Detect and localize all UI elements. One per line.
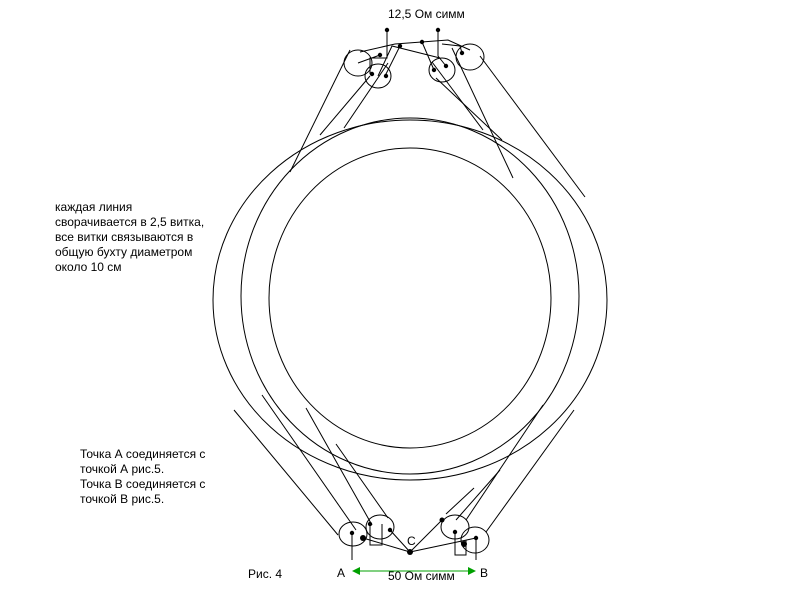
point-b-label: B (480, 566, 488, 580)
figure-caption: Рис. 4 (248, 567, 282, 581)
top-wiring (357, 27, 471, 79)
connection-notes: Точка А соединяется с точкой А рис.5. То… (80, 447, 240, 507)
coil-outer-ring (212, 119, 608, 481)
point-a-note: Точка А соединяется с точкой А рис.5. (80, 447, 206, 476)
coil-middle-ring (240, 117, 580, 475)
top-impedance-label: 12,5 Ом симм (388, 7, 465, 21)
point-b-note: Точка В соединяется с точкой В рис.5. (80, 477, 206, 506)
bottom-leads (233, 394, 575, 536)
coil-note: каждая линия сворачивается в 2,5 витка, … (55, 200, 205, 274)
cable-end-top-right-1 (428, 57, 456, 83)
top-leads (289, 47, 586, 198)
bottom-cable-ends (338, 514, 490, 554)
cable-end-top-left-2 (364, 63, 392, 89)
cable-end-bottom-left-1 (338, 521, 368, 547)
coil-inner-ring (268, 147, 552, 449)
cable-end-top-left-1 (343, 49, 373, 77)
point-c-label: C (407, 534, 416, 548)
bottom-wiring (349, 517, 479, 560)
point-a-label: A (337, 566, 345, 580)
cable-end-bottom-right-2 (460, 526, 490, 554)
bottom-impedance-label: 50 Ом симм (388, 569, 455, 583)
top-cable-ends (343, 43, 485, 89)
cable-end-top-right-2 (455, 43, 485, 71)
cable-end-bottom-left-2 (365, 514, 395, 540)
coil-winding (212, 117, 608, 481)
